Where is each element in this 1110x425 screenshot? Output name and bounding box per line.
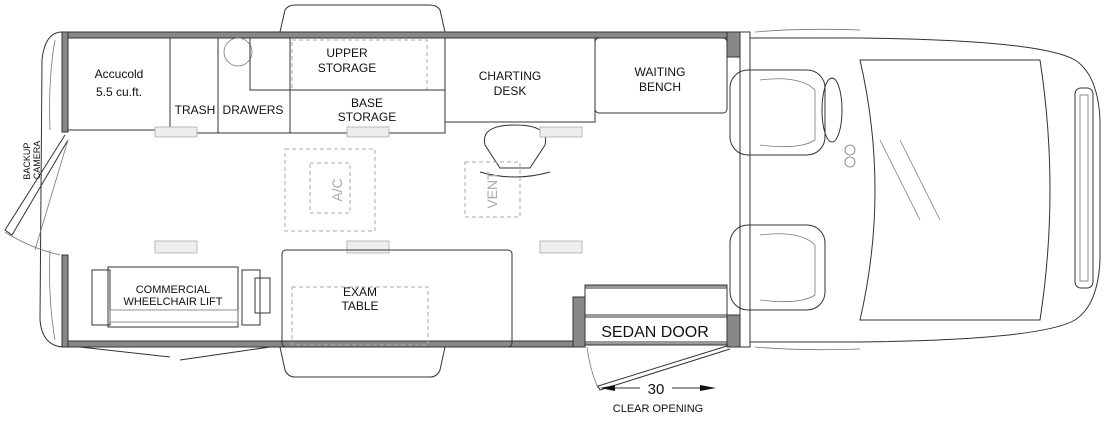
side-doors [79,346,271,361]
charting-desk-label-2: DESK [494,84,527,98]
svg-text:WHEELCHAIR LIFT: WHEELCHAIR LIFT [123,296,222,308]
waiting-bench-label: WAITING [635,65,686,79]
waiting-bench [594,37,728,114]
body-walls [61,31,741,348]
backup-camera-label: BACKUP CAMERA [22,140,42,179]
svg-text:Accucold: Accucold [95,67,144,81]
ac-unit: A/C [284,148,376,232]
floor-vents [154,126,583,254]
fridge-accucold: Accucold 5.5 cu.ft. [67,37,171,131]
steering-wheel-icon [821,77,856,168]
svg-text:CLEAR OPENING: CLEAR OPENING [613,403,703,415]
sedan-door: SEDAN DOOR [584,284,731,391]
sink-icon [223,37,253,67]
svg-text:COMMERCIAL: COMMERCIAL [136,284,211,296]
driver-seat [729,69,826,156]
rear-door [4,134,69,256]
exam-table: EXAM TABLE [281,249,513,348]
vehicle-cab [750,28,1101,351]
passenger-seat [729,224,826,311]
base-storage-label-2: STORAGE [338,110,396,124]
drawers-label: DRAWERS [223,103,284,117]
trash-label: TRASH [175,103,216,117]
svg-text:5.5 cu.ft.: 5.5 cu.ft. [96,85,142,99]
charting-desk-label: CHARTING [479,69,541,83]
svg-text:EXAM: EXAM [343,285,377,299]
waiting-bench-label-2: BENCH [639,80,681,94]
rear-bumper [39,31,63,348]
svg-text:TABLE: TABLE [341,299,378,313]
upper-storage-label-2: STORAGE [318,61,376,75]
door-width-dimension: 30 CLEAR OPENING [600,381,716,415]
upper-storage-label: UPPER [326,46,368,60]
svg-text:SEDAN DOOR: SEDAN DOOR [601,324,709,341]
roof-vent: VENT [464,161,521,218]
drawers-cabinet [217,37,291,134]
base-storage-label: BASE [351,96,383,110]
desk-chair-icon [479,124,551,178]
svg-text:VENT: VENT [484,171,500,209]
svg-text:A/C: A/C [329,178,345,201]
wheel-well-top [279,4,446,33]
trash-cabinet [169,37,219,134]
wheelchair-lift: COMMERCIAL WHEELCHAIR LIFT [91,266,271,328]
wheel-well-bottom [279,346,446,378]
svg-text:30: 30 [648,381,665,398]
